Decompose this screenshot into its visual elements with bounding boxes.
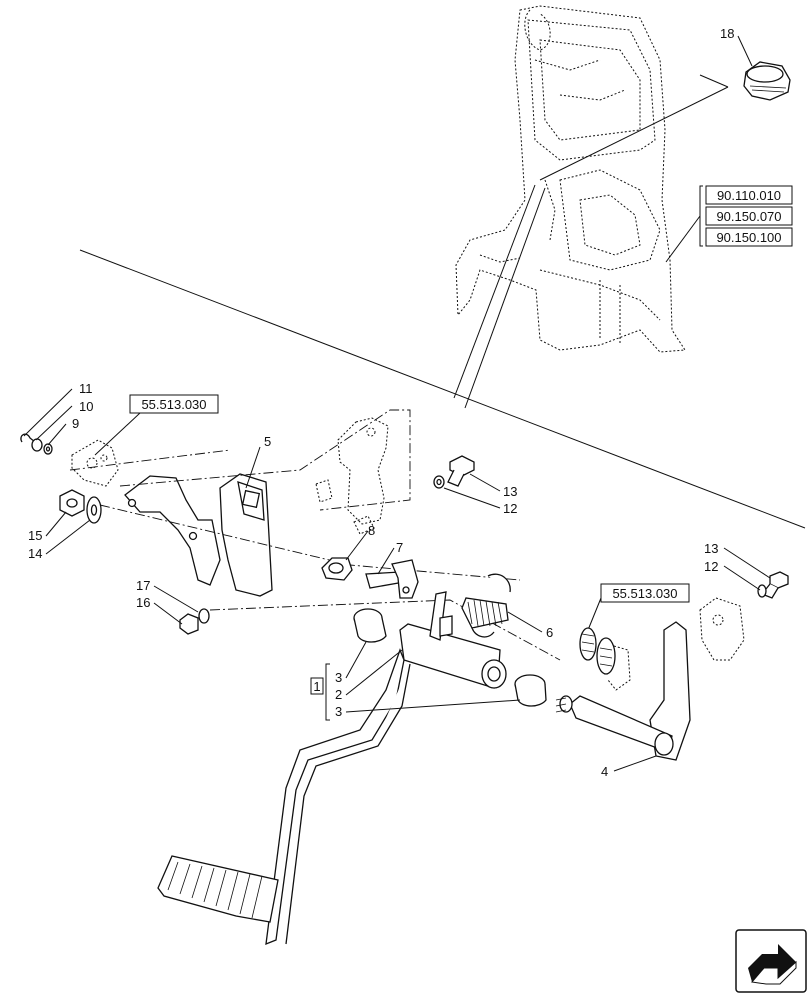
- clip-and-washers: [20, 433, 53, 455]
- callout-16[interactable]: 16: [136, 595, 150, 610]
- callout-13[interactable]: 13: [503, 484, 517, 499]
- reference-label: 55.513.030: [141, 397, 206, 412]
- leader-cab-to-cap: [539, 86, 729, 181]
- callout-3-lower[interactable]: 3: [335, 704, 342, 719]
- callout-15[interactable]: 15: [28, 528, 42, 543]
- bracket-dotted-right: [699, 597, 745, 661]
- callout-9[interactable]: 9: [72, 416, 79, 431]
- assembly-box: [310, 677, 324, 695]
- leader-lines: [23, 35, 771, 772]
- callout-14[interactable]: 14: [28, 546, 42, 561]
- return-spring-part: [461, 573, 511, 638]
- pin-7-part: [365, 559, 419, 599]
- plug-cap-part: [743, 61, 791, 101]
- callout-7[interactable]: 7: [396, 540, 403, 555]
- callout-18[interactable]: 18: [720, 26, 734, 41]
- callout-4[interactable]: 4: [601, 764, 608, 779]
- zoom-line-left: [453, 184, 536, 399]
- callout-2[interactable]: 2: [335, 687, 342, 702]
- next-page-arrow-icon[interactable]: [735, 929, 807, 993]
- callout-3-upper[interactable]: 3: [335, 670, 342, 685]
- leader-ref-right: [587, 597, 602, 631]
- callout-17[interactable]: 17: [136, 578, 150, 593]
- reference-box-group-left[interactable]: 55.513.030: [129, 394, 219, 414]
- leader-ref-cab: [665, 215, 701, 263]
- pedal-stop-plate-dotted: [315, 417, 389, 535]
- assembly-axis-left-2: [69, 449, 231, 471]
- callout-labels: 11 10 9 5 15 14 13 12 8 7 17 16 6 13 12 …: [28, 26, 734, 779]
- callout-1[interactable]: 1: [313, 679, 320, 694]
- zoom-line-right: [464, 187, 546, 409]
- callout-13-right[interactable]: 13: [704, 541, 718, 556]
- brake-pedal-part: [157, 591, 507, 946]
- bracket-plate-dotted: [71, 439, 119, 487]
- cab-structure-outline: [455, 5, 686, 353]
- clip-assembly-dotted-right: [579, 627, 631, 691]
- bolt-and-washer-middle: [433, 455, 475, 489]
- bolt-and-washer-right: [757, 571, 789, 599]
- leader-cap-top: [699, 74, 729, 88]
- reference-label: 55.513.030: [612, 586, 677, 601]
- reference-label: 90.150.100: [716, 230, 781, 245]
- assembly-axis-main: [99, 504, 521, 581]
- bushing-8-part: [321, 557, 353, 581]
- callout-12[interactable]: 12: [503, 501, 517, 516]
- callout-6[interactable]: 6: [546, 625, 553, 640]
- callout-5[interactable]: 5: [264, 434, 271, 449]
- leader-ref-left: [94, 412, 141, 456]
- callout-8[interactable]: 8: [368, 523, 375, 538]
- assembly-axis-left: [119, 409, 411, 511]
- bushing-lower: [514, 674, 547, 707]
- nut-and-washer-lower: [179, 608, 210, 635]
- reference-stack-cab[interactable]: 90.110.010 90.150.070 90.150.100: [699, 185, 793, 247]
- mounting-bracket-part: [124, 473, 273, 597]
- section-divider-line: [79, 249, 806, 529]
- callout-11[interactable]: 11: [79, 381, 93, 396]
- assembly-axis-lower: [209, 599, 561, 661]
- callout-12-right[interactable]: 12: [704, 559, 718, 574]
- pedal-shaft-arm-part: [555, 621, 691, 761]
- callout-10[interactable]: 10: [79, 399, 93, 414]
- reference-label: 90.110.010: [717, 188, 781, 203]
- bushing-upper: [353, 608, 387, 643]
- reference-label: 90.150.070: [716, 209, 781, 224]
- reference-box-group-right[interactable]: 55.513.030: [600, 583, 690, 603]
- nut-and-washer: [59, 489, 102, 524]
